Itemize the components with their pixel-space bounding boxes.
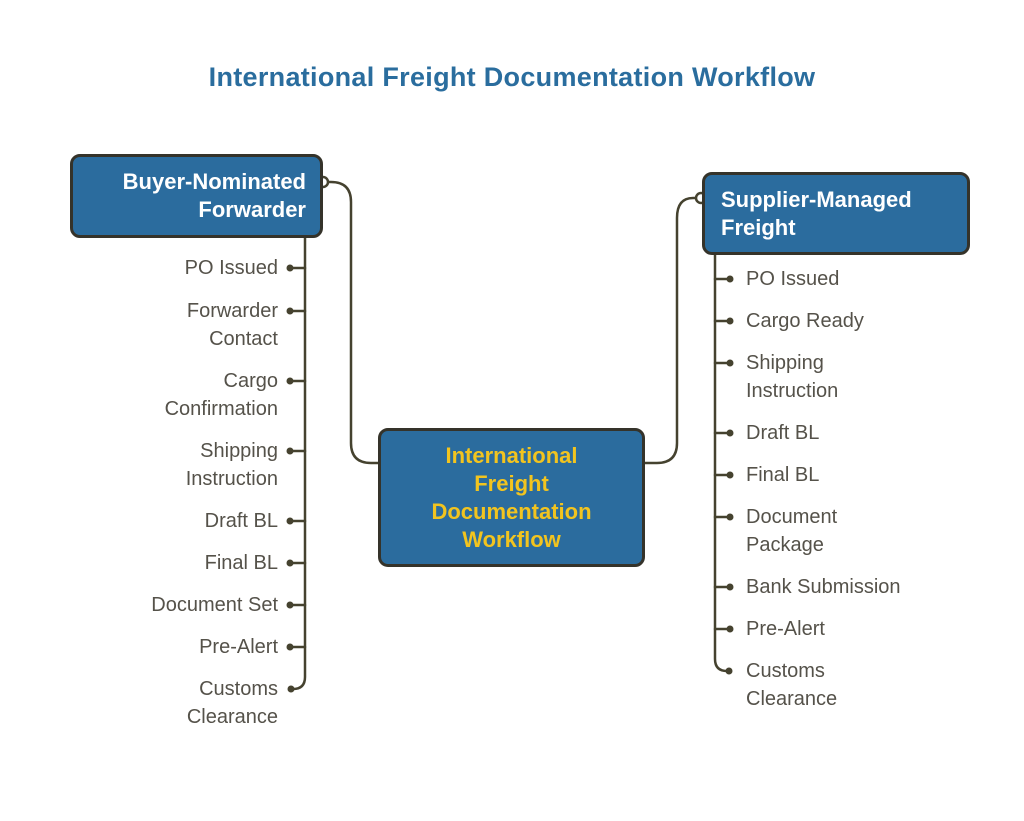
- item-dot: [726, 317, 734, 325]
- center-node: International Freight Documentation Work…: [378, 428, 645, 567]
- item-dot: [286, 447, 294, 455]
- branch-item: Bank Submission: [746, 576, 901, 598]
- branch-item: Shipping Instruction: [185, 440, 278, 490]
- branch-item: Forwarder Contact: [186, 300, 278, 350]
- item-dot: [286, 643, 294, 651]
- item-dot: [726, 513, 734, 521]
- right-trunk-line: [713, 253, 729, 673]
- left-center-connector-line: [321, 180, 382, 465]
- branch-item: Draft BL: [204, 510, 278, 532]
- item-dot: [725, 667, 733, 675]
- branch-item: Pre-Alert: [199, 636, 278, 658]
- diagram-title: International Freight Documentation Work…: [208, 62, 816, 92]
- item-dot: [726, 275, 734, 283]
- branch-item: Document Set: [151, 594, 278, 616]
- branch-item: Final BL: [204, 552, 278, 574]
- branch-item: Shipping Instruction: [746, 352, 839, 402]
- item-dot: [286, 601, 294, 609]
- left-branch-node: Buyer-Nominated Forwarder: [70, 154, 323, 238]
- item-dot: [286, 559, 294, 567]
- branch-item: Cargo Ready: [746, 310, 864, 332]
- branch-item: Draft BL: [746, 422, 820, 444]
- branch-item: Customs Clearance: [746, 660, 838, 710]
- item-dot: [726, 429, 734, 437]
- branch-item: Cargo Confirmation: [164, 370, 278, 420]
- item-dot: [286, 377, 294, 385]
- item-dot: [286, 517, 294, 525]
- branch-item: Pre-Alert: [746, 618, 825, 640]
- item-dot: [726, 359, 734, 367]
- branch-item: PO Issued: [184, 257, 278, 279]
- item-dot: [726, 583, 734, 591]
- item-dot: [287, 685, 295, 693]
- left-trunk-line: [291, 236, 307, 691]
- item-dot: [286, 264, 294, 272]
- branch-item: PO Issued: [746, 268, 840, 290]
- branch-item: Final BL: [746, 464, 820, 486]
- right-branch-node: Supplier-Managed Freight: [702, 172, 970, 255]
- item-dot: [726, 471, 734, 479]
- right-center-connector-line: [641, 196, 703, 465]
- item-dot: [726, 625, 734, 633]
- branch-item: Document Package: [746, 506, 838, 556]
- item-dot: [286, 307, 294, 315]
- branch-item: Customs Clearance: [186, 678, 278, 728]
